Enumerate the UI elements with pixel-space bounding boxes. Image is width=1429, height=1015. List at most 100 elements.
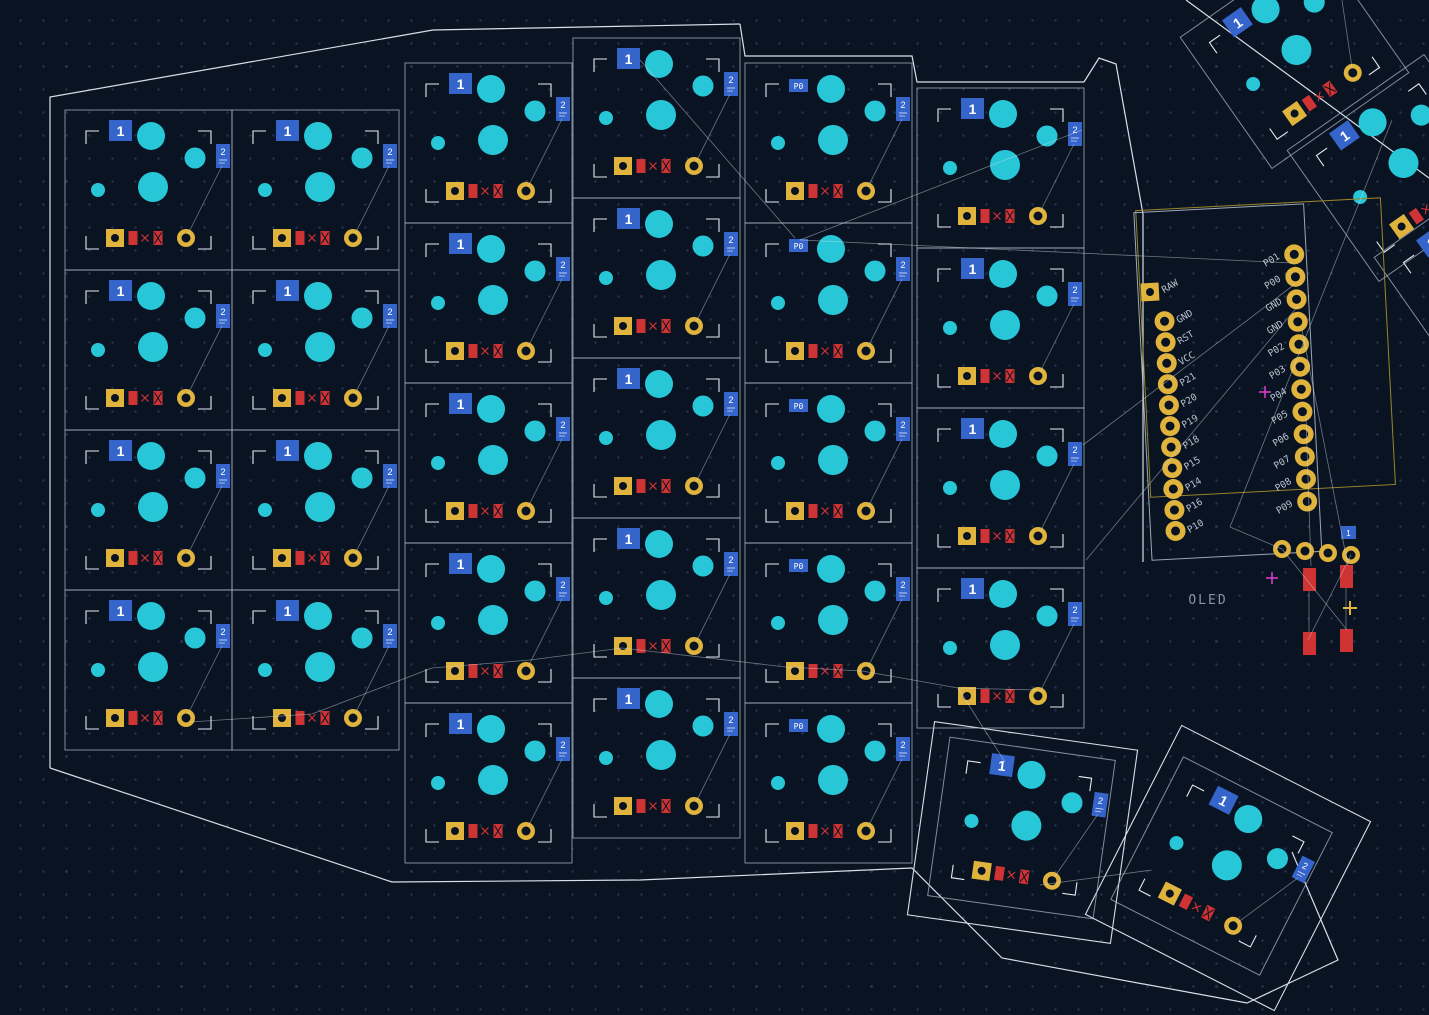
switch-footprint[interactable]: 12 xyxy=(572,357,741,519)
through-hole-pad xyxy=(599,751,613,765)
jumper-pads[interactable] xyxy=(1303,565,1353,655)
switch-footprint[interactable]: P02 xyxy=(744,222,913,384)
switch-footprint[interactable]: 12 xyxy=(64,269,233,431)
switch-footprint[interactable]: P02 xyxy=(744,702,913,864)
pad-hole xyxy=(861,506,871,516)
through-hole-pad xyxy=(1388,147,1419,178)
smd-pad xyxy=(808,184,818,198)
pad-hole xyxy=(689,321,699,331)
smd-pad-cross xyxy=(662,800,670,812)
through-hole-pad xyxy=(1234,805,1263,834)
net-tag xyxy=(789,719,808,732)
pad-hole xyxy=(278,714,286,722)
through-hole-pad xyxy=(943,161,957,175)
smd-pad xyxy=(128,711,138,725)
promicro-body-outline xyxy=(1133,203,1323,561)
ratsnest-line xyxy=(1281,548,1348,631)
through-hole-pad xyxy=(524,580,546,602)
through-hole-pad xyxy=(1169,836,1184,851)
switch-footprint[interactable]: P02 xyxy=(744,542,913,704)
through-hole-pad xyxy=(645,370,673,398)
switch-footprint[interactable]: 12 xyxy=(572,197,741,359)
through-hole-pad xyxy=(692,75,714,97)
pad-hole xyxy=(861,186,871,196)
courtyard-corner-brackets xyxy=(425,243,552,363)
through-hole-pad xyxy=(184,147,206,169)
switch-footprint[interactable]: 12 xyxy=(1110,756,1333,976)
through-hole-pad xyxy=(646,100,676,130)
switch-footprint[interactable]: 12 xyxy=(64,429,233,591)
switch-footprint[interactable]: 12 xyxy=(64,109,233,271)
pad-hole xyxy=(348,553,358,563)
switch-footprint[interactable]: 12 xyxy=(231,429,400,591)
courtyard-corner-brackets xyxy=(85,130,212,250)
switch-footprint[interactable]: 12 xyxy=(231,589,400,751)
pin-label: P02 xyxy=(1266,341,1286,359)
switch-footprint[interactable]: 12 xyxy=(572,517,741,679)
switch-footprint[interactable]: 12 xyxy=(231,109,400,271)
switch-footprint[interactable]: 12 xyxy=(1179,0,1410,170)
smd-pad-cross xyxy=(834,665,842,677)
pad2-tag-label: 2 xyxy=(728,235,733,245)
smd-pad xyxy=(295,231,305,245)
pad-hole xyxy=(1302,497,1312,507)
reference-tag xyxy=(961,578,984,599)
through-hole-pad xyxy=(1246,76,1261,91)
switch-footprint[interactable]: 12 xyxy=(64,589,233,751)
reference-tag xyxy=(989,753,1015,778)
courtyard-corner-brackets xyxy=(937,268,1064,388)
diode-mark xyxy=(1191,905,1202,910)
pad-hole xyxy=(619,162,627,170)
ratsnest-line xyxy=(1340,0,1353,69)
switch-footprint[interactable]: 12 xyxy=(231,269,400,431)
reference-tag xyxy=(617,208,640,229)
ratsnest-line xyxy=(1305,417,1312,567)
oled-header[interactable]: 1 xyxy=(1273,526,1360,615)
through-hole-pad xyxy=(1251,0,1280,24)
switch-footprint[interactable]: 12 xyxy=(572,37,741,199)
switch-footprint[interactable]: 12 xyxy=(404,382,573,544)
through-hole-pad xyxy=(645,530,673,558)
reference-tag xyxy=(1208,785,1239,815)
through-hole-pad xyxy=(818,765,848,795)
switch-footprint[interactable]: 12 xyxy=(404,702,573,864)
switch-footprint[interactable]: 12 xyxy=(1373,160,1429,390)
switch-footprint[interactable]: 12 xyxy=(916,407,1085,569)
board-outline xyxy=(739,23,1084,83)
switch-footprint[interactable]: 12 xyxy=(927,736,1116,920)
through-hole-pad xyxy=(431,136,445,150)
pin-label: P15 xyxy=(1182,455,1202,473)
pad2-tag xyxy=(216,464,230,488)
pad2-tag-label: 2 xyxy=(387,467,392,477)
pad-hole xyxy=(977,866,986,875)
through-hole-pad xyxy=(817,715,845,743)
switch-footprint[interactable]: P02 xyxy=(744,382,913,544)
switch-footprint[interactable]: 12 xyxy=(916,567,1085,729)
switch-footprint[interactable]: 12 xyxy=(916,87,1085,249)
courtyard-corner-brackets xyxy=(937,588,1064,708)
pad2-tag-label: 2 xyxy=(560,100,565,110)
reference-tag-label: 1 xyxy=(284,283,292,299)
through-hole-pad xyxy=(771,776,785,790)
through-hole-pad xyxy=(137,442,165,470)
through-hole-pad xyxy=(477,235,505,263)
diode-mark xyxy=(1317,91,1321,102)
switch-footprint[interactable]: 12 xyxy=(404,542,573,704)
through-hole-pad xyxy=(599,431,613,445)
switch-footprint[interactable]: 12 xyxy=(1286,53,1429,283)
smd-pad xyxy=(1178,893,1194,911)
switch-footprint[interactable]: 12 xyxy=(572,677,741,839)
reference-tag xyxy=(276,600,299,621)
switch-footprint[interactable]: P02 xyxy=(744,62,913,224)
switch-footprint[interactable]: 12 xyxy=(916,247,1085,409)
net-tag-label: P0 xyxy=(794,562,804,571)
pad-hole xyxy=(1289,249,1299,259)
pad-hole xyxy=(1033,531,1043,541)
switch-footprint[interactable]: 12 xyxy=(404,222,573,384)
ratsnest-line xyxy=(1229,526,1283,550)
through-hole-pad xyxy=(477,715,505,743)
ratsnest-line xyxy=(527,598,563,668)
switch-footprint[interactable]: 12 xyxy=(404,62,573,224)
